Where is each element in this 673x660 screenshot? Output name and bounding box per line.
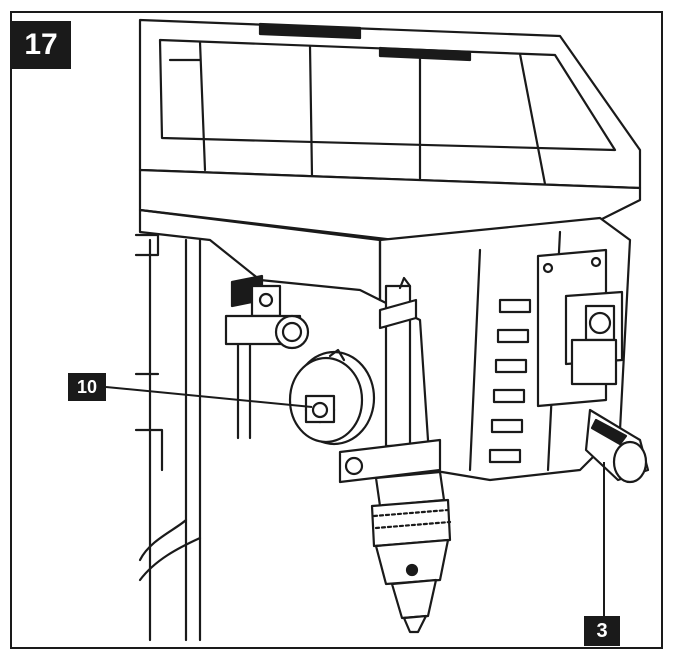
- drill-chuck: [370, 470, 452, 634]
- figure-frame: [10, 11, 663, 649]
- spindle-quill: [338, 276, 442, 484]
- callout-3-label: 3: [584, 616, 620, 646]
- figure-number-label: 17: [11, 21, 71, 69]
- depth-gauge-dial: [288, 348, 376, 446]
- head-bracket: [138, 208, 382, 302]
- callout-10-label: 10: [68, 373, 106, 401]
- belt-cover: [138, 18, 642, 196]
- feed-handle: [584, 408, 650, 484]
- column-rods: [134, 233, 202, 642]
- switch-box: [536, 248, 624, 408]
- depth-stop: [224, 274, 310, 440]
- leader-10: [105, 386, 313, 408]
